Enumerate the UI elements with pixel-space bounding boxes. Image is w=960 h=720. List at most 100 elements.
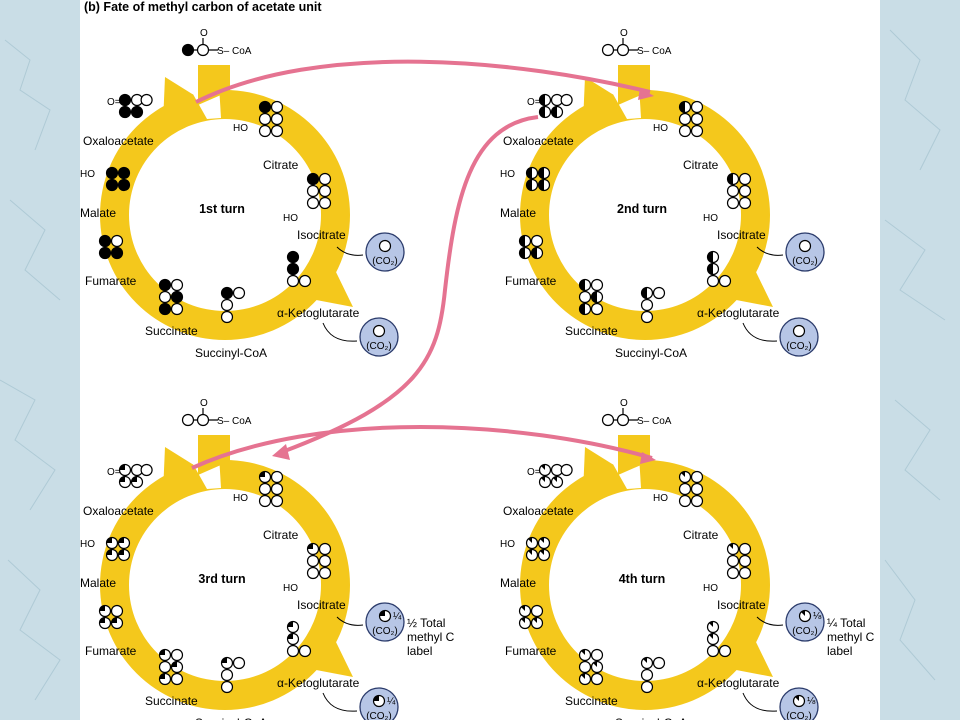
atom-eighth-fill xyxy=(521,617,525,623)
atom-outline xyxy=(726,184,740,198)
carbon-atom xyxy=(140,93,153,107)
atom-outline xyxy=(652,656,666,670)
atom-eighth-fill xyxy=(533,617,537,623)
atom-outline xyxy=(738,172,752,186)
background-right xyxy=(880,0,960,720)
carbon-atom xyxy=(578,660,592,674)
carbon-atom xyxy=(530,246,544,260)
atom-outline xyxy=(318,542,332,556)
atom-outline xyxy=(196,413,210,427)
atom-half-fill xyxy=(531,247,537,259)
carbon-atom xyxy=(110,246,124,260)
carbon-atom xyxy=(738,196,752,210)
atom-eighth-fill xyxy=(553,476,557,482)
atom-eighth-fill xyxy=(801,610,805,616)
carbon-atom xyxy=(170,278,184,292)
atom-outline xyxy=(258,482,272,496)
carbon-atom xyxy=(105,166,119,180)
carbon-atom xyxy=(601,43,615,57)
carbon-atom xyxy=(640,310,654,324)
atom-fill xyxy=(171,291,183,303)
carbon-atom xyxy=(678,100,692,114)
atom-eighth-fill xyxy=(709,633,713,639)
citrate-label: Citrate xyxy=(683,158,719,172)
atom-eighth-fill xyxy=(709,621,713,627)
atom-fill xyxy=(118,179,130,191)
carbon-atom xyxy=(258,494,272,508)
atom-outline xyxy=(578,290,592,304)
transfer-arrow-1-to-2 xyxy=(195,59,651,104)
atom-outline xyxy=(601,43,615,57)
carbon-atom xyxy=(640,680,654,694)
citrate-molecule xyxy=(258,100,284,138)
carbon-atom xyxy=(258,470,272,484)
decorative-pattern xyxy=(884,29,946,681)
carbon-atom xyxy=(270,124,284,138)
atom-outline xyxy=(640,668,654,682)
co2-arrow xyxy=(742,692,778,712)
atom-quarter-fill xyxy=(221,657,227,663)
succinyl-coa-molecule xyxy=(640,656,666,694)
methyl-label-note: methyl C xyxy=(827,630,875,644)
atom-quarter-fill xyxy=(131,476,137,482)
carbon-atom xyxy=(690,494,704,508)
atom-outline xyxy=(678,124,692,138)
succinyl-coa-molecule xyxy=(220,656,246,694)
atom-fill xyxy=(259,101,271,113)
carbon-atom xyxy=(525,178,539,192)
co2-release-ketoglutarate: ⅛(CO₂) xyxy=(779,687,819,720)
atom-outline xyxy=(306,184,320,198)
atom-quarter-fill xyxy=(159,649,165,655)
carbon-atom xyxy=(170,290,184,304)
atom-quarter-fill xyxy=(118,537,124,543)
carbon-atom xyxy=(117,548,131,562)
citrate-molecule xyxy=(258,470,284,508)
co2-release-ketoglutarate: (CO₂) xyxy=(359,317,399,357)
atom-fill xyxy=(221,287,233,299)
atom-outline xyxy=(738,554,752,568)
carbon-atom xyxy=(117,178,131,192)
atom-outline xyxy=(140,93,153,107)
atom-outline xyxy=(530,234,544,248)
atom-outline xyxy=(738,196,752,210)
co2-fraction-label: ¼ xyxy=(393,610,402,622)
atom-half-fill xyxy=(727,173,733,185)
acetyl-entry xyxy=(618,65,650,105)
atom-eighth-fill xyxy=(541,476,545,482)
co2-label: (CO₂) xyxy=(786,711,812,720)
carbon-atom xyxy=(286,620,300,634)
ho-label: HO xyxy=(80,169,95,180)
atom-quarter-fill xyxy=(287,633,293,639)
carbon-atom xyxy=(678,112,692,126)
ring-arrowhead xyxy=(731,270,773,307)
carbon-atom xyxy=(318,196,332,210)
atom-half-fill xyxy=(519,247,525,259)
atom-half-fill xyxy=(551,106,557,118)
co2-release-isocitrate: (CO₂) xyxy=(785,232,825,272)
atom-outline xyxy=(601,413,615,427)
turn-label: 2nd turn xyxy=(617,202,667,216)
carbon-atom xyxy=(98,616,112,630)
isocitrate-label: Isocitrate xyxy=(717,598,766,612)
carbon-atom xyxy=(105,536,119,550)
carbon-atom xyxy=(220,310,234,324)
carbon-atom xyxy=(372,324,386,338)
carbon-atom xyxy=(158,290,172,304)
acetyl-entry xyxy=(198,65,230,105)
atom-outline xyxy=(298,644,312,658)
oxaloacetate-molecule xyxy=(538,93,573,119)
carbon-atom xyxy=(105,548,119,562)
atom-outline xyxy=(616,43,630,57)
atom-outline xyxy=(690,482,704,496)
carbon-atom xyxy=(640,286,654,300)
carbon-atom xyxy=(718,644,732,658)
succinate-molecule xyxy=(158,278,184,316)
carbon-atom xyxy=(640,656,654,670)
carbon-atom xyxy=(652,286,666,300)
atom-outline xyxy=(318,184,332,198)
atom-quarter-fill xyxy=(171,661,177,667)
carbon-atom xyxy=(318,542,332,556)
carbon-atom xyxy=(690,470,704,484)
carbon-atom xyxy=(130,105,144,119)
carbon-atom xyxy=(270,100,284,114)
